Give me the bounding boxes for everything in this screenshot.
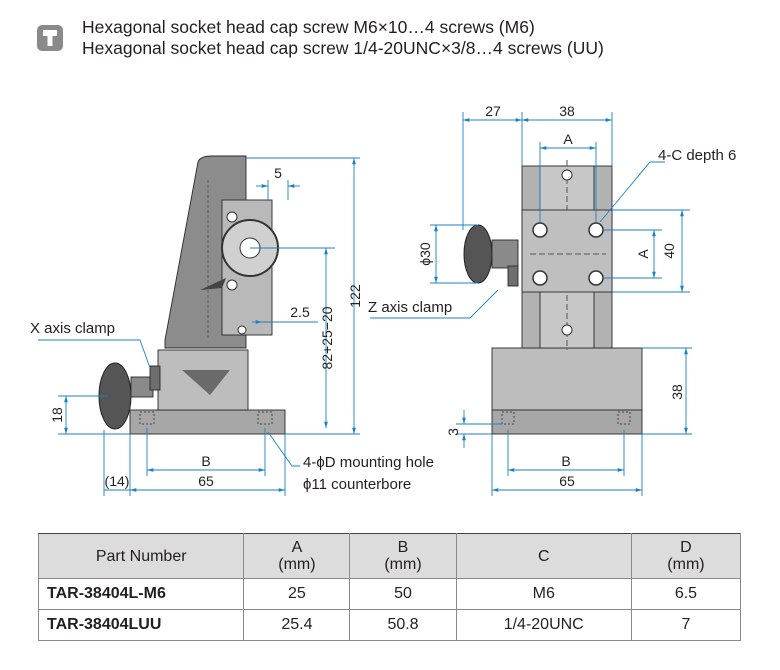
cell-a: 25	[243, 578, 351, 610]
cell-d: 7	[630, 609, 742, 641]
header-d: D (mm)	[630, 533, 742, 579]
dim-40: 40	[661, 243, 677, 259]
cell-d: 6.5	[630, 578, 742, 610]
spec-table: Part Number A (mm) B (mm) C D (mm) TAR-3…	[37, 533, 742, 641]
dim-b-side: B	[201, 453, 210, 469]
header-b: B (mm)	[349, 533, 457, 579]
technical-drawing: 5 2.5 82+25−20 122 18 B (14) 65	[30, 103, 736, 496]
label-x-axis-clamp: X axis clamp	[30, 320, 115, 337]
front-view: 27 38 A A 40 ϕ30 38 3	[368, 103, 736, 496]
table-row: TAR-38404LUU 25.4 50.8 1/4-20UNC 7	[37, 609, 742, 641]
cell-part-number: TAR-38404L-M6	[37, 578, 245, 610]
dim-18: 18	[49, 407, 65, 423]
table-header-row: Part Number A (mm) B (mm) C D (mm)	[37, 533, 742, 579]
label-counterbore: ϕ11 counterbore	[303, 476, 411, 493]
header-part-number: Part Number	[37, 533, 245, 579]
dim-122: 122	[347, 284, 363, 308]
dim-38-right: 38	[669, 384, 685, 400]
dim-a-right: A	[635, 249, 651, 259]
dim-14: (14)	[105, 473, 130, 489]
dim-65-side: 65	[198, 473, 214, 489]
header-a: A (mm)	[243, 533, 351, 579]
dim-3: 3	[445, 428, 461, 436]
dim-82-25-20: 82+25−20	[319, 306, 335, 369]
screw-icon	[37, 25, 63, 51]
label-4c-depth: 4-C depth 6	[658, 147, 736, 164]
cell-b: 50.8	[349, 609, 457, 641]
cell-a: 25.4	[243, 609, 351, 641]
screw-spec-m6: Hexagonal socket head cap screw M6×10…4 …	[82, 17, 535, 37]
side-view: 5 2.5 82+25−20 122 18 B (14) 65	[30, 155, 434, 496]
table-row: TAR-38404L-M6 25 50 M6 6.5	[37, 578, 742, 610]
cell-b: 50	[349, 578, 457, 610]
dim-a-top: A	[563, 131, 573, 147]
dim-27: 27	[485, 103, 501, 119]
label-z-axis-clamp: Z axis clamp	[368, 299, 452, 316]
dim-65-front: 65	[559, 473, 575, 489]
header-c: C	[455, 533, 632, 579]
cell-c: M6	[455, 578, 632, 610]
dim-phi-30: ϕ30	[417, 242, 433, 266]
cell-c: 1/4-20UNC	[455, 609, 632, 641]
label-mounting-hole: 4-ϕD mounting hole	[303, 454, 434, 471]
screw-spec-uu: Hexagonal socket head cap screw 1/4-20UN…	[82, 38, 604, 58]
dim-38-top: 38	[559, 103, 575, 119]
dim-5: 5	[274, 165, 282, 181]
dim-b-front: B	[561, 453, 570, 469]
cell-part-number: TAR-38404LUU	[37, 609, 245, 641]
dim-2-5: 2.5	[290, 304, 310, 320]
